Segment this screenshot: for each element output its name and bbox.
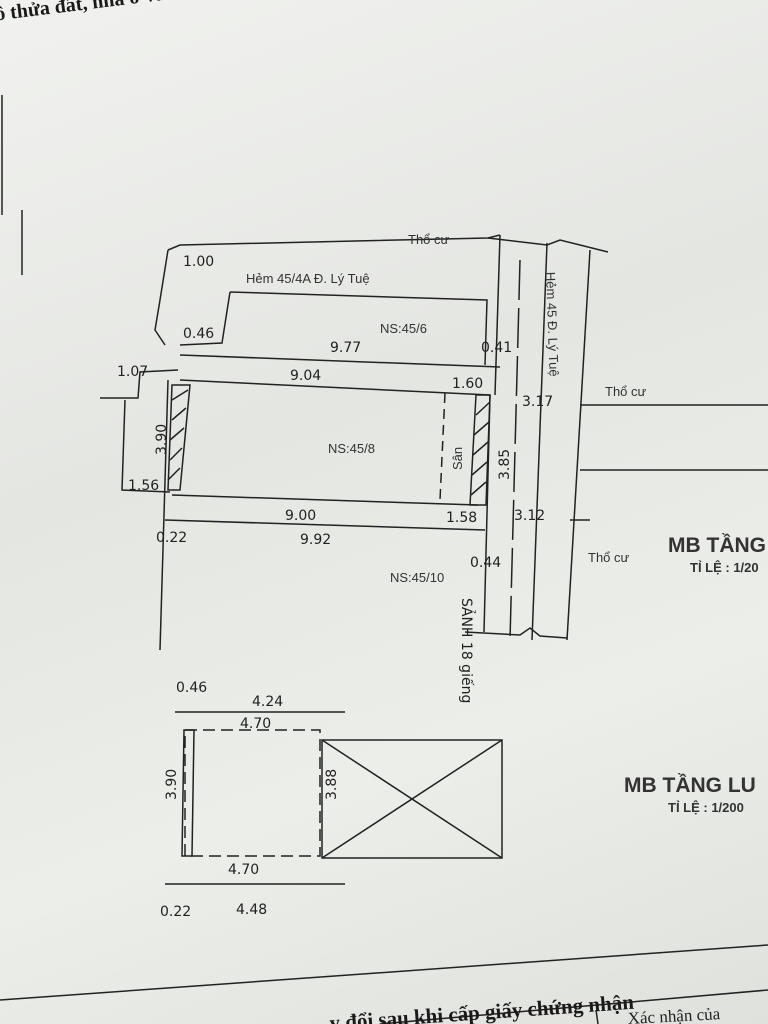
- ns-45-6-label: NS:45/6: [380, 321, 427, 336]
- upper-plan-title: MB TẦNG LU: [624, 774, 756, 797]
- sanh-label: SẢNH 18 giếng: [458, 598, 476, 703]
- left-neighbour: [100, 369, 179, 399]
- header-text: ồ thửa đất, nhà ở và: [0, 0, 166, 26]
- line-904: [179, 379, 491, 396]
- wall-hatching-left: [167, 384, 191, 491]
- bottom-boundary: [464, 627, 568, 639]
- dim-9-00: 9.00: [285, 508, 316, 524]
- ns-45-8-label: NS:45/8: [328, 441, 375, 456]
- ground-plan-title: MB TẦNG: [668, 534, 766, 557]
- san-dashed-line: [439, 392, 446, 501]
- dim-9-04: 9.04: [290, 368, 321, 384]
- dim-0-46: 0.46: [183, 326, 214, 342]
- alley-right-line2: [531, 242, 548, 641]
- alley-top-boundary: [167, 234, 501, 251]
- upper-dim-0-22: 0.22: [160, 904, 191, 920]
- footer-right-cell: Xác nhận của: [627, 1004, 721, 1024]
- dim-9-77: 9.77: [330, 340, 361, 356]
- dim-3-12: 3.12: [514, 508, 545, 524]
- right-edge-upper: [494, 234, 501, 396]
- dim-1-60: 1.60: [452, 376, 483, 392]
- dim-1-56: 1.56: [128, 478, 159, 494]
- upper-floor-room: [184, 729, 321, 857]
- alley-top-label: Hẻm 45/4A Đ. Lý Tuệ: [246, 271, 370, 286]
- dim-3-90: 3.90: [154, 424, 170, 455]
- line-977: [179, 354, 501, 368]
- footer-rule-top: [0, 944, 768, 1001]
- ns456-left: [179, 291, 231, 346]
- upper-dim-0-46: 0.46: [176, 680, 207, 696]
- void-cross: [321, 739, 503, 859]
- upper-plan-scale: TỈ LỆ : 1/200: [668, 800, 744, 815]
- footer-heading: y đổi sau khi cấp giấy chứng nhận: [329, 990, 635, 1024]
- dim-1-58: 1.58: [446, 510, 477, 526]
- tho-cu-right-label: Thổ cư: [605, 384, 647, 399]
- left-neighbour-lower: [121, 399, 171, 493]
- upper-wall-hatching: [181, 729, 195, 857]
- wall-hatching-right: [469, 394, 491, 506]
- line-900: [171, 494, 479, 506]
- ground-plan-scale: TỈ LỆ : 1/20: [690, 560, 759, 575]
- upper-floor-void: [321, 739, 503, 859]
- dim-1-00: 1.00: [183, 254, 214, 270]
- san-label: Sân: [450, 447, 465, 470]
- dim-1-07: 1.07: [117, 364, 148, 380]
- upper-dim-3-90: 3.90: [164, 769, 180, 800]
- upper-dim-4-48: 4.48: [236, 902, 267, 918]
- right-boundary: [566, 249, 591, 641]
- dim-9-92: 9.92: [300, 532, 331, 548]
- upper-dim-4-24: 4.24: [252, 694, 283, 710]
- left-plot-edge: [159, 379, 169, 651]
- alley-right-label: Hẻm 45 Đ. Lý Tuệ: [543, 272, 562, 377]
- dim-3-85: 3.85: [497, 449, 513, 480]
- upper-dim-4-70-bottom: 4.70: [228, 862, 259, 878]
- footer-rule: [379, 989, 768, 1024]
- dim-0-44: 0.44: [470, 555, 501, 571]
- tho-cu-top-label: Thổ cư: [408, 232, 450, 247]
- upper-dim-3-88: 3.88: [324, 769, 340, 800]
- alley-right-line: [509, 259, 521, 641]
- alley-right-top: [487, 237, 609, 253]
- upper-dim-4-70-top: 4.70: [240, 716, 271, 732]
- tho-cu-bottom-label: Thổ cư: [588, 550, 630, 565]
- dim-0-22: 0.22: [156, 530, 187, 546]
- ns-45-10-label: NS:45/10: [390, 570, 444, 585]
- dim-0-41: 0.41: [481, 340, 512, 356]
- footer-cell-divider: [595, 1009, 599, 1024]
- left-boundary: [154, 249, 169, 346]
- dim-3-17: 3.17: [522, 394, 553, 410]
- ns456-boundary: [229, 291, 488, 366]
- line-992: [164, 519, 486, 531]
